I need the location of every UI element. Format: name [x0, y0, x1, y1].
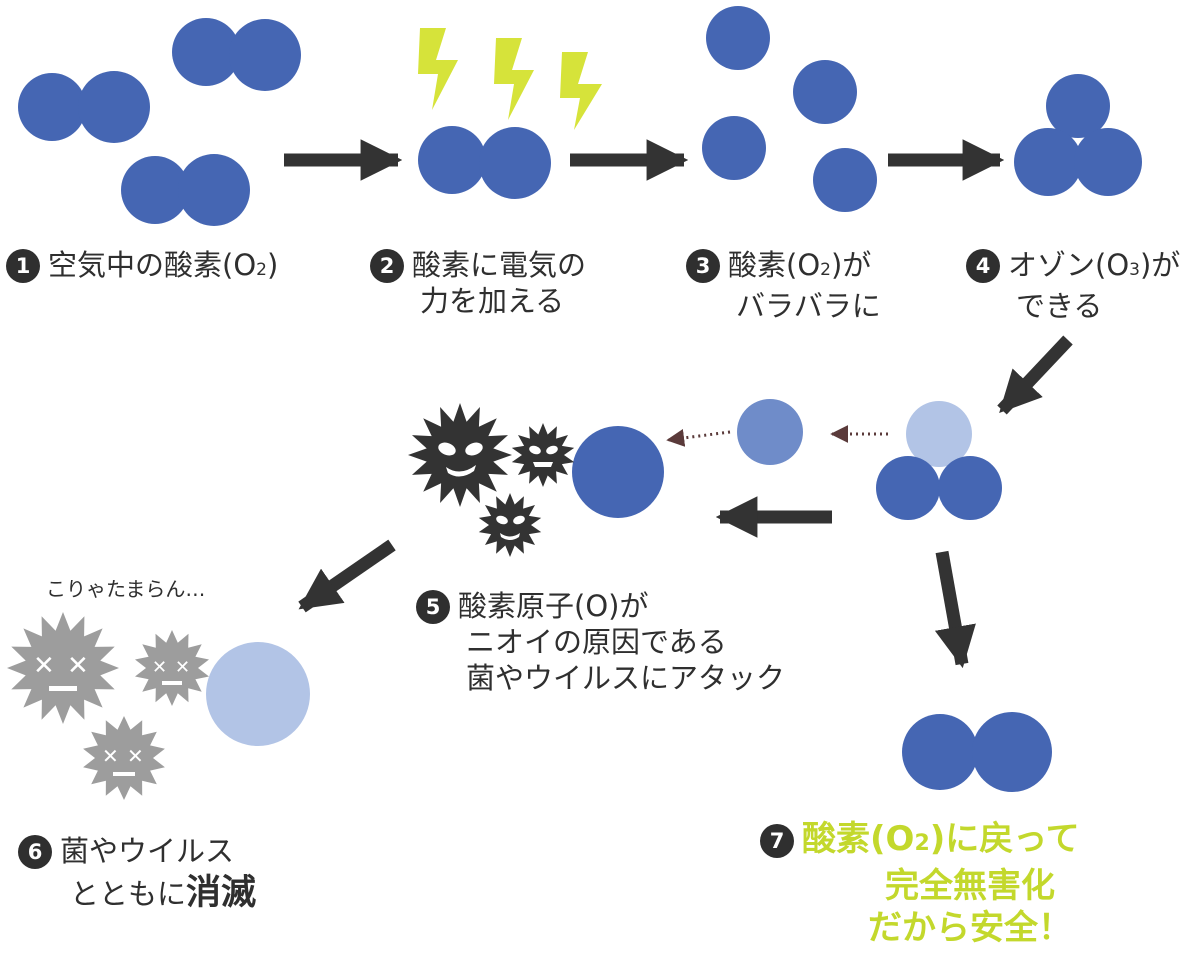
step1-text-a: 空気中の酸素(O: [48, 248, 257, 282]
lightning-bolt-icon: [494, 38, 534, 120]
step7-number: 7: [760, 824, 794, 858]
oxygen-atom: [178, 154, 250, 226]
oxygen-atom: [418, 126, 486, 194]
svg-text:✕: ✕: [152, 657, 167, 678]
oxygen-atom-attacking: [572, 426, 664, 518]
oxygen-atom: [121, 156, 189, 224]
germs-alive: [408, 403, 575, 557]
svg-text:✕: ✕: [67, 651, 89, 681]
svg-text:✕: ✕: [102, 744, 119, 768]
step3-subscript: 2: [820, 260, 831, 280]
arrow-icon: [298, 539, 396, 613]
top-arrows: [284, 139, 1073, 415]
step1-text-b: ): [266, 248, 279, 282]
step3-text-a: 酸素(O: [728, 248, 821, 282]
ozone-releasing-atom: [572, 399, 1002, 520]
step1-o2-molecules: [18, 18, 301, 226]
dead-germ-icon: ✕ ✕: [83, 716, 165, 800]
oxygen-atom: [813, 148, 877, 212]
step7-o2-molecule: [902, 712, 1052, 792]
oxygen-atom: [229, 19, 301, 91]
oxygen-atom: [172, 18, 240, 86]
oxygen-atom: [18, 73, 86, 141]
step7-subscript: 2: [914, 831, 930, 856]
step3-number: 3: [686, 249, 720, 283]
oxygen-atom: [1014, 128, 1082, 196]
svg-text:✕: ✕: [127, 744, 144, 768]
step4-line2: できる: [1016, 289, 1103, 323]
oxygen-atom: [1046, 74, 1110, 138]
lightning-bolt-icon: [560, 52, 602, 130]
step1-subscript: 2: [256, 260, 267, 280]
step2-number: 2: [370, 249, 404, 283]
oxygen-atom: [702, 116, 766, 180]
released-atom-ghost: [906, 401, 972, 467]
middle-arrows: [298, 496, 976, 669]
step2-line2: 力を加える: [420, 284, 565, 318]
step7-text-a: 酸素(O: [802, 819, 915, 859]
dead-germ-icon: ✕ ✕: [7, 612, 119, 724]
oxygen-atom: [706, 6, 770, 70]
germ-speech: こりゃたまらん…: [46, 577, 206, 601]
step1-number: 1: [6, 249, 40, 283]
step4-text-a: オゾン(O: [1008, 248, 1130, 282]
step6-number: 6: [18, 835, 52, 869]
step6-line1: 菌やウイルス: [60, 834, 235, 868]
step3-separated-atoms: [702, 6, 877, 212]
germ-icon: [408, 403, 512, 507]
step5-number: 5: [416, 590, 450, 624]
step2-line1: 酸素に電気の: [412, 248, 587, 282]
oxygen-atom: [479, 127, 551, 199]
oxygen-atom: [972, 712, 1052, 792]
step7-text-b: )に戻って: [929, 819, 1080, 859]
step7-line2: 完全無害化: [885, 866, 1055, 906]
germ-icon: [511, 423, 575, 487]
step3-line2: バラバラに: [736, 289, 881, 323]
arrow-icon: [997, 335, 1073, 415]
oxygen-atom: [876, 456, 940, 520]
arrow-icon: [934, 550, 976, 669]
step4-text-b: )が: [1139, 248, 1181, 282]
svg-text:✕: ✕: [175, 657, 190, 678]
step6-line2b: 消滅: [186, 873, 257, 913]
step4-ozone: [1014, 74, 1142, 196]
oxygen-atom: [78, 71, 150, 143]
step5-line2: ニオイの原因である: [466, 625, 727, 659]
step2-electricity: [418, 28, 602, 199]
step3-text-b: )が: [830, 248, 872, 282]
step4-number: 4: [966, 249, 1000, 283]
oxygen-atom: [938, 456, 1002, 520]
spent-atom: [206, 642, 310, 746]
germ-icon: [478, 493, 542, 557]
lightning-bolt-icon: [418, 28, 458, 110]
step7-line3: だから安全！: [868, 908, 1072, 948]
dead-germ-icon: ✕ ✕: [135, 630, 209, 706]
svg-text:✕: ✕: [33, 651, 55, 681]
oxygen-atom: [902, 714, 978, 790]
step5-line1: 酸素原子(O)が: [458, 589, 649, 623]
germs-destroyed: ✕ ✕ ✕ ✕ ✕ ✕: [7, 612, 209, 800]
dotted-arrow-icon: [666, 429, 731, 447]
step5-line3: 菌やウイルスにアタック: [466, 661, 786, 695]
oxygen-atom: [1074, 128, 1142, 196]
step6-line2a: とともに: [70, 877, 187, 911]
travelling-atom: [737, 399, 803, 465]
oxygen-atom: [793, 60, 857, 124]
step4-subscript: 3: [1129, 260, 1140, 280]
